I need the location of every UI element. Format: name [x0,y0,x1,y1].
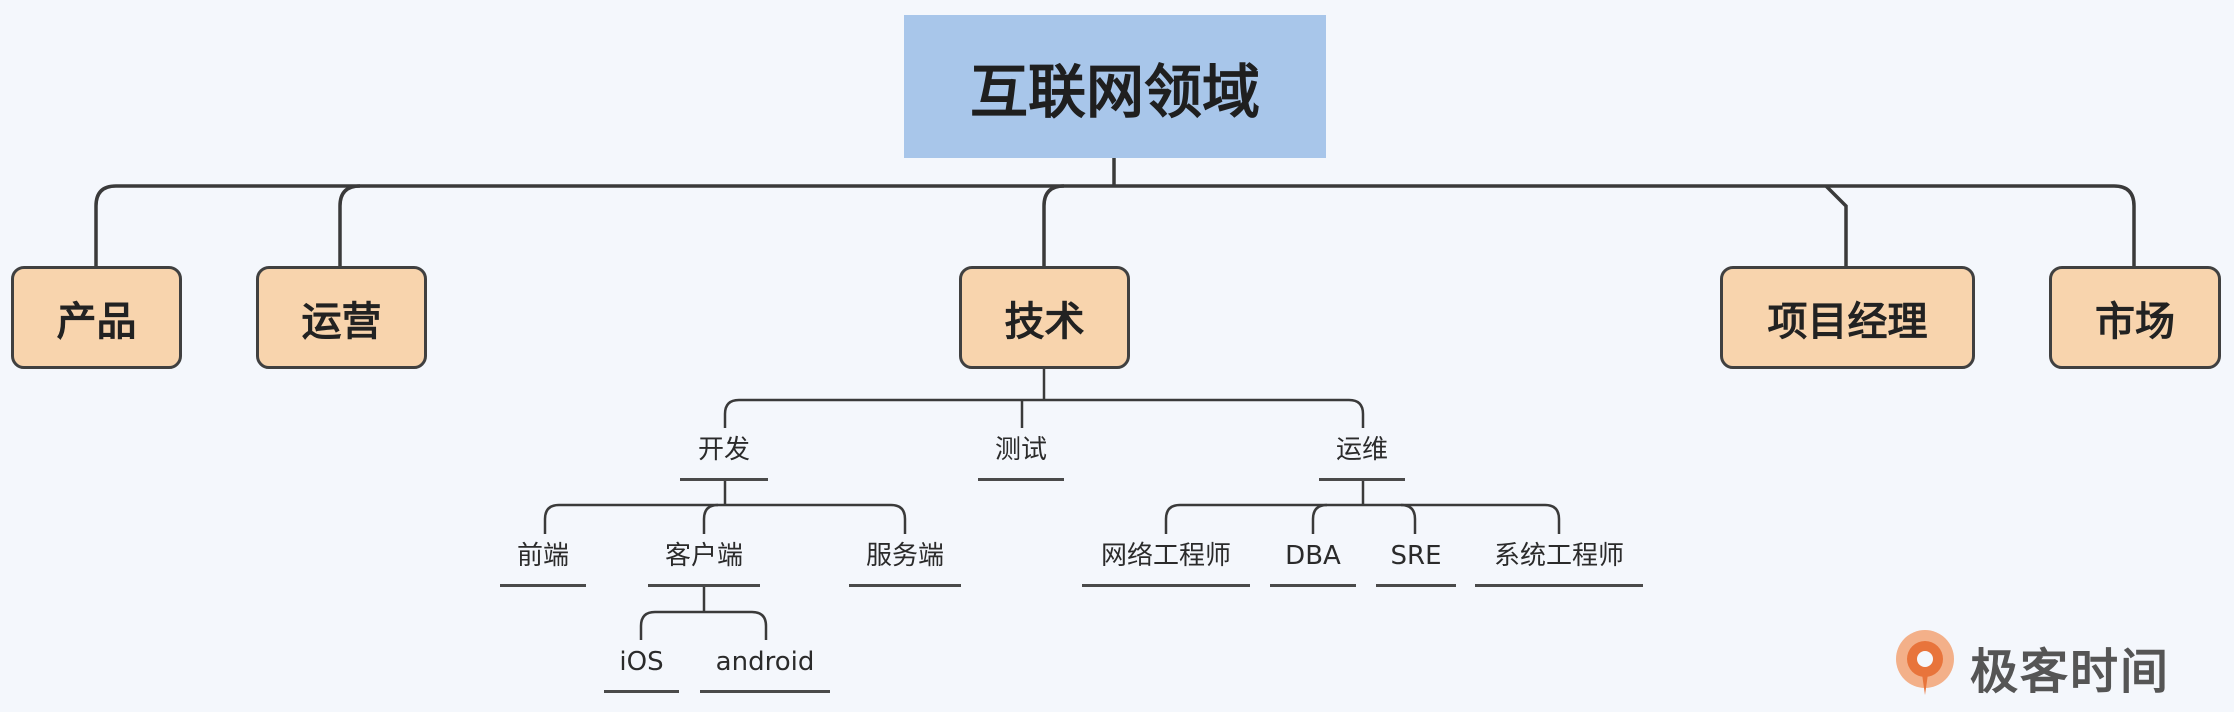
node-system-engineer-underline [1475,584,1643,587]
node-network-engineer-underline [1082,584,1250,587]
node-network-engineer-label: 网络工程师 [1100,541,1231,571]
node-test: 测试 [978,430,1064,481]
node-dba-label: DBA [1285,541,1341,571]
geektime-logo-icon [1896,630,1954,695]
root-node: 互联网领域 [904,15,1326,158]
node-sre: SRE [1376,536,1456,587]
node-android-underline [700,690,830,693]
node-dev-underline [680,478,768,481]
branch-tech: 技术 [959,266,1130,369]
node-ops-underline [1319,478,1405,481]
node-frontend-underline [500,584,586,587]
node-system-engineer: 系统工程师 [1475,536,1643,587]
node-sre-underline [1376,584,1456,587]
node-frontend: 前端 [500,536,586,587]
node-client-underline [648,584,760,587]
node-dev-label: 开发 [697,435,750,465]
node-client-label: 客户端 [664,541,743,571]
node-dba-underline [1270,584,1356,587]
branch-product: 产品 [11,266,182,369]
node-test-label: 测试 [994,435,1047,465]
node-android-label: android [715,647,815,677]
node-test-underline [978,478,1064,481]
branch-market: 市场 [2049,266,2221,369]
node-dba: DBA [1270,536,1356,587]
node-server-label: 服务端 [865,541,944,571]
branch-project-manager: 项目经理 [1720,266,1975,369]
node-server: 服务端 [849,536,961,587]
node-server-underline [849,584,961,587]
node-frontend-label: 前端 [516,541,569,571]
node-sre-label: SRE [1390,541,1442,571]
brand-name: 极客时间 [1970,644,2171,700]
node-client: 客户端 [648,536,760,587]
node-system-engineer-label: 系统工程师 [1493,541,1624,571]
node-android: android [700,642,830,693]
node-ops: 运维 [1319,430,1405,481]
node-ios: iOS [604,642,679,693]
branch-operations: 运营 [256,266,427,369]
node-dev: 开发 [680,430,768,481]
node-ios-label: iOS [619,647,664,677]
node-ops-label: 运维 [1335,435,1388,465]
node-network-engineer: 网络工程师 [1082,536,1250,587]
node-ios-underline [604,690,679,693]
